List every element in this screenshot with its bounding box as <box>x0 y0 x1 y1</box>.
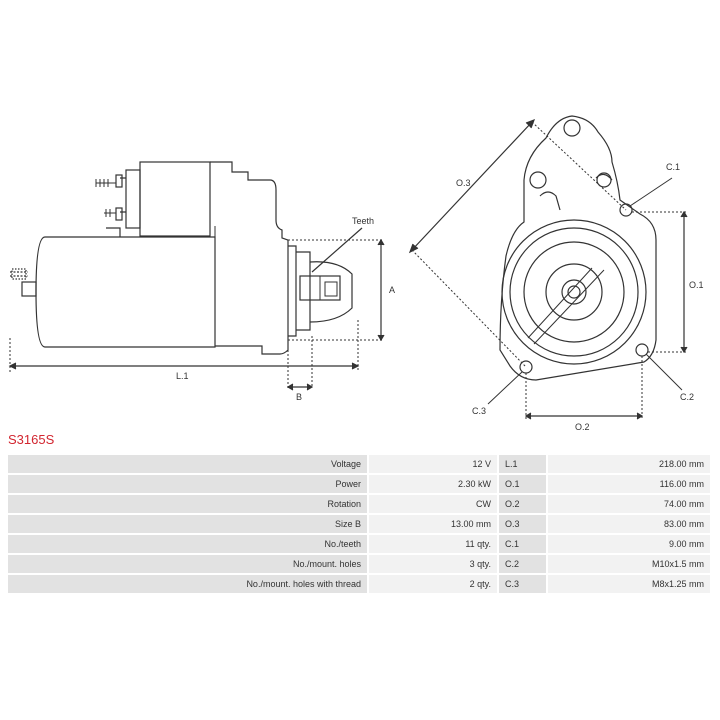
technical-drawing: Teeth A L.1 B O.3 C.1 O.1 C.2 C.3 O.2 <box>0 90 720 435</box>
label-teeth: Teeth <box>352 216 374 226</box>
c1-leader <box>629 177 673 207</box>
mounting-flange <box>499 115 657 381</box>
dimension-value: 74.00 mm <box>546 495 710 513</box>
spec-value: 3 qty. <box>367 555 497 573</box>
table-row: Voltage 12 V L.1 218.00 mm <box>8 455 710 473</box>
dimension-label: O.2 <box>497 495 546 513</box>
spec-value: 11 qty. <box>367 535 497 553</box>
dimension-value: 218.00 mm <box>546 455 710 473</box>
spec-label: Voltage <box>8 455 367 473</box>
table-row: Rotation CW O.2 74.00 mm <box>8 495 710 513</box>
dim-o3-line <box>411 121 533 251</box>
dimension-label: C.3 <box>497 575 546 593</box>
hole-c1 <box>619 203 633 217</box>
label-o2: O.2 <box>575 422 590 432</box>
spec-value: 12 V <box>367 455 497 473</box>
spec-value: CW <box>367 495 497 513</box>
c3-leader <box>487 371 523 405</box>
part-number-title: S3165S <box>8 432 55 447</box>
label-c2: C.2 <box>680 392 694 402</box>
teeth-leader <box>311 227 363 273</box>
dimension-value: 116.00 mm <box>546 475 710 493</box>
motor-body <box>35 236 216 348</box>
spec-label: Size B <box>8 515 367 533</box>
label-o3: O.3 <box>456 178 471 188</box>
front-view <box>408 115 688 420</box>
table-row: No./mount. holes with thread 2 qty. C.3 … <box>8 575 710 593</box>
spec-value: 2.30 kW <box>367 475 497 493</box>
dimension-label: C.2 <box>497 555 546 573</box>
housing-outer <box>501 219 647 365</box>
label-l1: L.1 <box>176 371 189 381</box>
spec-label: No./mount. holes with thread <box>8 575 367 593</box>
end-terminal <box>21 281 37 297</box>
label-o1: O.1 <box>689 280 704 290</box>
dimension-label: O.3 <box>497 515 546 533</box>
dimension-value: 83.00 mm <box>546 515 710 533</box>
dimension-value: M8x1.25 mm <box>546 575 710 593</box>
specs-table: Voltage 12 V L.1 218.00 mm Power 2.30 kW… <box>8 453 710 595</box>
table-row: No./mount. holes 3 qty. C.2 M10x1.5 mm <box>8 555 710 573</box>
spec-label: Power <box>8 475 367 493</box>
label-a: A <box>389 285 395 295</box>
table-row: No./teeth 11 qty. C.1 9.00 mm <box>8 535 710 553</box>
spec-label: No./mount. holes <box>8 555 367 573</box>
c2-leader <box>645 353 683 391</box>
label-c1: C.1 <box>666 162 680 172</box>
label-c3: C.3 <box>472 406 486 416</box>
drive-housing <box>210 161 289 355</box>
spec-value: 2 qty. <box>367 575 497 593</box>
solenoid-stud <box>95 179 116 187</box>
dimension-label: C.1 <box>497 535 546 553</box>
pinion <box>288 245 297 337</box>
table-row: Size B 13.00 mm O.3 83.00 mm <box>8 515 710 533</box>
spec-label: Rotation <box>8 495 367 513</box>
dimension-label: L.1 <box>497 455 546 473</box>
shaft <box>561 279 587 305</box>
solenoid <box>139 161 211 237</box>
spec-value: 13.00 mm <box>367 515 497 533</box>
dimension-value: M10x1.5 mm <box>546 555 710 573</box>
dimension-value: 9.00 mm <box>546 535 710 553</box>
dimension-label: O.1 <box>497 475 546 493</box>
spec-label: No./teeth <box>8 535 367 553</box>
table-row: Power 2.30 kW O.1 116.00 mm <box>8 475 710 493</box>
label-b: B <box>296 392 302 402</box>
side-view <box>8 161 385 391</box>
